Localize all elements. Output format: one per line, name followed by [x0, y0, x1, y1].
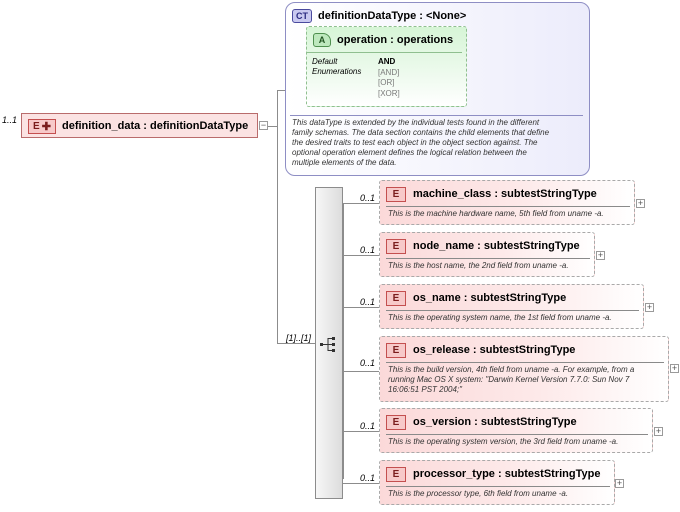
- default-value: AND: [378, 57, 396, 66]
- description-line: This dataType is extended by the individ…: [292, 118, 540, 127]
- element-separator: [386, 206, 630, 207]
- description-line: This is the operating system name, the 1…: [388, 313, 612, 322]
- element-header: E processor_type : subtestStringType: [386, 466, 600, 482]
- description-line: running Mac OS X system: "Darwin Kernel …: [388, 375, 630, 384]
- attribute-box-operation[interactable]: A operation : operations Default Enumera…: [306, 26, 467, 107]
- element-name: processor_type : subtestStringType: [413, 468, 601, 480]
- attribute-separator: [307, 52, 462, 53]
- element-description: This is the build version, 4th field fro…: [388, 365, 662, 395]
- description-line: multiple elements of the data.: [292, 158, 397, 167]
- root-connector: [268, 126, 278, 127]
- element-badge: E: [386, 238, 406, 254]
- seq-branch-line: [343, 203, 344, 479]
- element-badge: E ✚: [28, 119, 56, 134]
- element-name: os_release : subtestStringType: [413, 344, 576, 356]
- enum-and: [AND]: [378, 67, 400, 77]
- element-badge: E: [386, 342, 406, 358]
- attribute-name: operation : operations: [337, 34, 454, 46]
- root-element-name: definition_data : definitionDataType: [62, 120, 249, 132]
- complex-type-title: definitionDataType : <None>: [318, 10, 467, 22]
- description-line: This is the host name, the 2nd field fro…: [388, 261, 569, 270]
- element-separator: [386, 486, 610, 487]
- child-connector: [343, 431, 380, 432]
- description-line: This is the build version, 4th field fro…: [388, 365, 635, 374]
- child-multiplicity: 0..1: [360, 193, 376, 203]
- element-badge-label: E: [33, 121, 40, 132]
- child-multiplicity: 0..1: [360, 358, 376, 368]
- child-connector: [343, 255, 380, 256]
- expand-toggle[interactable]: +: [596, 250, 605, 260]
- element-badge: E: [386, 414, 406, 430]
- description-line: family schemas. The data section contain…: [292, 128, 550, 137]
- element-description: This is the operating system name, the 1…: [388, 313, 637, 323]
- sequence-multiplicity: [1]..[1]: [286, 333, 312, 343]
- complex-type-box[interactable]: CT definitionDataType : <None> A operati…: [285, 2, 590, 176]
- element-separator: [386, 258, 590, 259]
- child-multiplicity: 0..1: [360, 245, 376, 255]
- enum-or: [OR]: [378, 78, 395, 87]
- description-line: This is the operating system version, th…: [388, 437, 619, 446]
- child-multiplicity: 0..1: [360, 473, 376, 483]
- element-separator: [386, 434, 648, 435]
- root-collapse-toggle[interactable]: −: [259, 120, 268, 130]
- element-description: This is the operating system version, th…: [388, 437, 646, 447]
- element-name: os_name : subtestStringType: [413, 292, 567, 304]
- child-connector: [343, 203, 380, 204]
- root-element-definition-data[interactable]: E ✚ definition_data : definitionDataType: [21, 113, 258, 138]
- root-multiplicity: 1..1: [2, 115, 18, 125]
- element-header: E os_name : subtestStringType: [386, 290, 566, 306]
- element-badge: E: [386, 290, 406, 306]
- element-name: node_name : subtestStringType: [413, 240, 580, 252]
- attribute-keys: Default Enumerations: [312, 57, 361, 77]
- complex-type-description: This dataType is extended by the individ…: [292, 118, 549, 168]
- element-badge: E: [386, 466, 406, 482]
- description-line: 16:06:51 PST 2004;": [388, 385, 463, 394]
- element-os-version[interactable]: E os_version : subtestStringType This is…: [379, 408, 653, 453]
- element-os-name[interactable]: E os_name : subtestStringType This is th…: [379, 284, 644, 329]
- attribute-badge: A: [313, 33, 331, 47]
- expand-toggle[interactable]: +: [654, 426, 663, 436]
- enum-xor: [XOR]: [378, 88, 400, 98]
- child-connector: [343, 371, 380, 372]
- description-line: This is the processor type, 6th field fr…: [388, 489, 569, 498]
- element-os-release[interactable]: E os_release : subtestStringType This is…: [379, 336, 669, 402]
- element-machine-class[interactable]: E machine_class : subtestStringType This…: [379, 180, 635, 225]
- ct-connector: [277, 90, 286, 91]
- element-separator: [386, 362, 664, 363]
- key-default: Default: [312, 57, 338, 66]
- trunk-line: [277, 90, 278, 344]
- expand-toggle[interactable]: +: [615, 478, 624, 488]
- element-header: E node_name : subtestStringType: [386, 238, 580, 254]
- element-description: This is the host name, the 2nd field fro…: [388, 261, 588, 271]
- element-separator: [386, 310, 639, 311]
- description-line: optional operation element defines the l…: [292, 148, 527, 157]
- element-name: os_version : subtestStringType: [413, 416, 577, 428]
- element-node-name[interactable]: E node_name : subtestStringType This is …: [379, 232, 595, 277]
- element-header: E os_version : subtestStringType: [386, 414, 577, 430]
- element-name: machine_class : subtestStringType: [413, 188, 597, 200]
- child-connector: [343, 483, 380, 484]
- complex-type-badge: CT: [292, 9, 312, 23]
- element-description: This is the processor type, 6th field fr…: [388, 489, 608, 499]
- element-description: This is the machine hardware name, 5th f…: [388, 209, 628, 219]
- complex-type-separator: [290, 115, 583, 116]
- seq-connector: [277, 343, 316, 344]
- sequence-icon: [320, 337, 335, 352]
- plus-icon: ✚: [41, 120, 51, 133]
- expand-toggle[interactable]: +: [645, 302, 654, 312]
- sequence-compositor[interactable]: [315, 187, 343, 499]
- description-line: the desired traits to test each object i…: [292, 138, 538, 147]
- child-connector: [343, 307, 380, 308]
- element-header: E machine_class : subtestStringType: [386, 186, 597, 202]
- attribute-values: AND [AND] [OR] [XOR]: [378, 57, 400, 99]
- key-enumerations: Enumerations: [312, 67, 362, 76]
- element-header: E os_release : subtestStringType: [386, 342, 575, 358]
- element-badge: E: [386, 186, 406, 202]
- description-line: This is the machine hardware name, 5th f…: [388, 209, 604, 218]
- child-multiplicity: 0..1: [360, 297, 376, 307]
- element-processor-type[interactable]: E processor_type : subtestStringType Thi…: [379, 460, 615, 505]
- expand-toggle[interactable]: +: [636, 198, 645, 208]
- expand-toggle[interactable]: +: [670, 363, 679, 373]
- child-multiplicity: 0..1: [360, 421, 376, 431]
